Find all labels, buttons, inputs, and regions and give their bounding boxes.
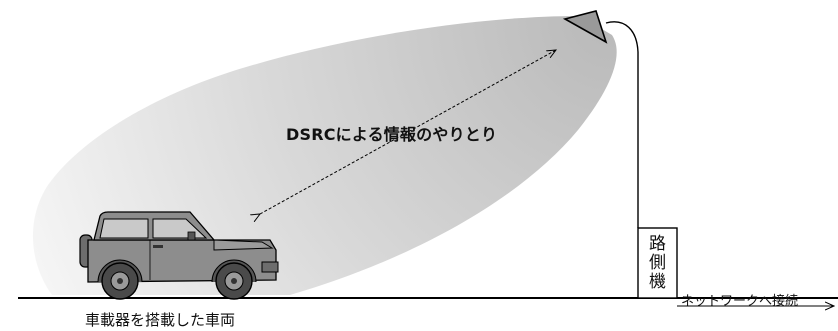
antenna-icon	[562, 10, 608, 44]
antenna-pole	[605, 21, 639, 228]
roadside-unit-char: 路	[649, 233, 666, 254]
roadside-unit-label: 路 側 機	[639, 228, 676, 298]
communication-label: DSRCによる情報のやりとり	[286, 125, 498, 144]
vehicle-label: 車載器を搭載した車両	[85, 311, 236, 329]
roadside-unit-char: 側	[649, 252, 666, 273]
roadside-unit-box	[637, 227, 678, 299]
roadside-unit-char: 機	[649, 271, 666, 292]
vehicle-icon	[79, 211, 279, 300]
network-label: ネットワークへ接続	[681, 294, 799, 309]
communication-arrow	[260, 50, 556, 214]
